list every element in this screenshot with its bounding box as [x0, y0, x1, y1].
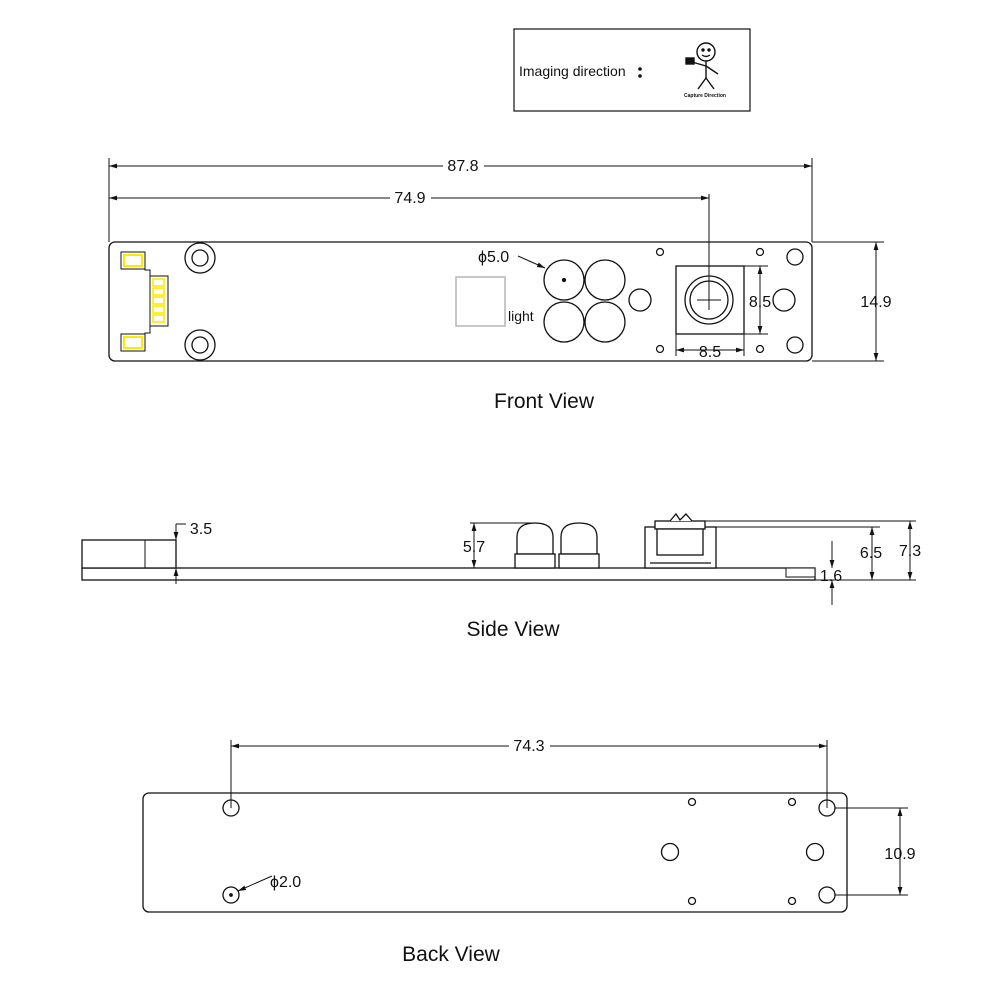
front-side-hole	[772, 288, 796, 312]
dim-lens-offset-label: 74.9	[394, 190, 425, 207]
legend-colon-dot-2	[638, 74, 642, 78]
legend-text: Imaging direction	[519, 63, 626, 79]
dim-lens-width	[675, 334, 745, 356]
dim-board-height	[812, 241, 884, 362]
stick-figure-icon	[685, 42, 719, 90]
front-small-holes	[655, 247, 765, 354]
dim-total-height-label: 7.3	[899, 543, 921, 560]
side-connector	[81, 539, 177, 569]
front-mount-hole-top-right	[786, 248, 804, 266]
led-diameter-label: ϕ5.0	[478, 249, 509, 266]
front-mount-hole-top-left	[184, 242, 216, 274]
dim-lens-height-label: 8.5	[749, 294, 771, 311]
dim-lens-height	[744, 265, 768, 335]
back-board-outline	[142, 792, 848, 913]
dim-hole-spacing-y	[835, 807, 908, 896]
legend-colon-dot-1	[638, 67, 642, 71]
dim-overall-length	[108, 158, 813, 242]
dim-lens-side-height-label: 6.5	[860, 545, 882, 562]
side-view-title: Side View	[466, 618, 560, 641]
dim-lens-width-label: 8.5	[699, 344, 721, 361]
dim-hole-spacing-x-label: 74.3	[513, 738, 544, 755]
dim-connector-height-label: 3.5	[190, 521, 212, 538]
led-array	[543, 259, 652, 343]
led-diameter-leader	[517, 255, 546, 269]
capture-direction-caption: Capture Direction	[684, 93, 726, 99]
dim-lens-offset	[109, 194, 721, 310]
back-view: 74.3 10.9 ϕ2.0 Back View	[142, 738, 916, 966]
dim-connector-height	[173, 523, 186, 584]
side-view: 3.5 5.7 6.5 7.3 1.6 Side View	[81, 512, 921, 641]
side-board	[81, 567, 816, 581]
hole-diameter-leader	[237, 875, 273, 892]
legend-frame	[513, 28, 751, 112]
front-view: light ϕ5.0	[108, 158, 892, 413]
side-leds	[514, 522, 600, 569]
light-sensor	[455, 276, 506, 327]
dim-hole-spacing-y-label: 10.9	[884, 846, 915, 863]
front-mount-hole-bottom-right	[786, 336, 804, 354]
front-connector	[120, 251, 169, 352]
dim-overall-length-label: 87.8	[447, 158, 478, 175]
dim-led-height	[470, 522, 535, 568]
front-mount-hole-bottom-left	[184, 329, 216, 361]
light-label: light	[508, 308, 534, 324]
dim-hole-spacing-x	[230, 740, 828, 808]
imaging-direction-legend: Imaging direction Capture Direction	[513, 28, 751, 112]
dim-led-height-label: 5.7	[463, 539, 485, 556]
dim-board-thickness-label: 1.6	[820, 568, 842, 585]
back-view-title: Back View	[402, 943, 500, 966]
side-lens-module	[644, 512, 717, 569]
side-bottom-component	[785, 567, 816, 578]
front-view-title: Front View	[494, 390, 595, 413]
dim-board-height-label: 14.9	[860, 294, 891, 311]
hole-diameter-label: ϕ2.0	[270, 874, 301, 891]
